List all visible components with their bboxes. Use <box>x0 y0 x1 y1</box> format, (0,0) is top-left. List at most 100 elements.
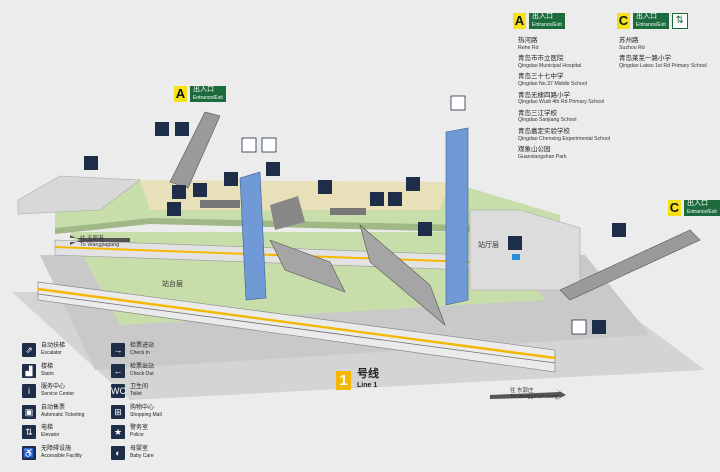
stairs-icon <box>193 183 207 197</box>
escalator-icon <box>172 185 186 199</box>
legend-label-en: Shopping Mall <box>130 411 162 418</box>
map-exit-c-badge: C 出入口 Entrance/Exit <box>668 200 720 216</box>
accessible-icon <box>592 320 606 334</box>
legend-label-en: Check Out <box>130 370 154 377</box>
front-train <box>37 281 556 373</box>
line-name-cn: 号线 <box>357 368 379 380</box>
exit-c-label-en: Entrance/Exit <box>636 22 666 28</box>
direction-arrow-left <box>70 235 130 245</box>
exit-c-letter: C <box>617 13 630 29</box>
escalator-c <box>559 229 701 301</box>
elevator-icon: ⇅ <box>671 13 688 29</box>
police-icon: ★ <box>111 425 125 439</box>
check-in-icon <box>406 177 420 191</box>
line-name-en: Line 1 <box>357 382 378 389</box>
direction-left-en: To Wangjiagang <box>80 242 120 248</box>
legend-label-cn: 服务中心 <box>41 384 66 390</box>
map-exit-a-tag: 出入口 Entrance/Exit <box>190 86 226 102</box>
baby-care-icon: ◐ <box>111 445 125 460</box>
exit-a-letter: A <box>513 13 526 29</box>
service-center <box>270 196 305 230</box>
map-exit-a-letter: A <box>174 86 187 102</box>
legend-label-en: Accessible Facility <box>41 452 82 459</box>
escalator-icon <box>370 192 384 206</box>
platform-label: 站台层 <box>162 281 183 288</box>
legend-label-en: Service Center <box>41 391 75 397</box>
direction-right-cn: 往 东郭庄 <box>510 388 534 394</box>
stairs-right <box>359 224 446 326</box>
line-1-badge: 1 号线 Line 1 <box>336 369 379 391</box>
exit-a-label-en: Entrance/Exit <box>532 22 562 28</box>
elevator-shaft-left <box>239 171 267 301</box>
legend-label-en: Automatic Ticketing <box>41 411 85 418</box>
direction-right-en: To Dongguozhuang <box>510 394 558 400</box>
exit-c-tag: 出入口 Entrance/Exit <box>633 13 669 29</box>
ticket-machine-icon: ▣ <box>22 404 36 419</box>
elevator-icon <box>241 137 257 153</box>
exit-a-building <box>17 175 141 215</box>
map-exit-a-label-cn: 出入口 <box>193 86 214 93</box>
legend-label-cn: 自动扶梯 <box>41 343 66 349</box>
legend-label-cn: 购物中心 <box>130 404 155 411</box>
map-exit-c-tag: 出入口 Entrance/Exit <box>684 200 720 216</box>
legend-label-en: Check In <box>130 350 150 356</box>
check-in-icon: → <box>111 343 125 357</box>
elevator-icon <box>450 95 466 111</box>
shopping-icon: ⊞ <box>111 404 125 419</box>
accessible-icon: ♿ <box>22 445 36 460</box>
elevator-shaft-right <box>445 127 469 306</box>
map-exit-c-label-en: Entrance/Exit <box>687 209 717 215</box>
exit-a-header: A 出入口 Entrance/Exit <box>513 13 565 29</box>
exit-a-tag: 出入口 Entrance/Exit <box>529 13 565 29</box>
exit-c-label-cn: 出入口 <box>636 13 657 20</box>
check-in-icon <box>224 172 238 186</box>
map-exit-c-letter: C <box>668 200 681 216</box>
faregates-right <box>330 208 366 215</box>
faregates-left <box>200 200 240 208</box>
ticket-machine-icon <box>167 202 181 216</box>
concourse-label: 站厅层 <box>478 242 499 249</box>
escalator-icon: ⇗ <box>22 343 36 357</box>
escalator-icon <box>418 222 432 236</box>
direction-left-cn: 往 王家港 <box>80 236 104 242</box>
legend-label-cn: 卫生间 <box>130 384 149 390</box>
exit-a-label-cn: 出入口 <box>532 13 553 20</box>
direction-left: 往 王家港 To Wangjiagang <box>80 234 119 248</box>
service-center-icon <box>84 156 98 170</box>
line-number: 1 <box>336 370 351 390</box>
legend-label-cn: 楼梯 <box>41 363 54 370</box>
legend-label-cn: 警务室 <box>130 425 149 431</box>
legend-label-en: Police <box>130 432 144 438</box>
legend-label-cn: 母婴室 <box>130 445 149 452</box>
exit-c-header: C 出入口 Entrance/Exit ⇅ <box>617 13 688 29</box>
legend-label-en: Stairs <box>41 370 54 377</box>
elevator-icon: ⇅ <box>22 425 36 439</box>
toilet-icon <box>261 137 277 153</box>
